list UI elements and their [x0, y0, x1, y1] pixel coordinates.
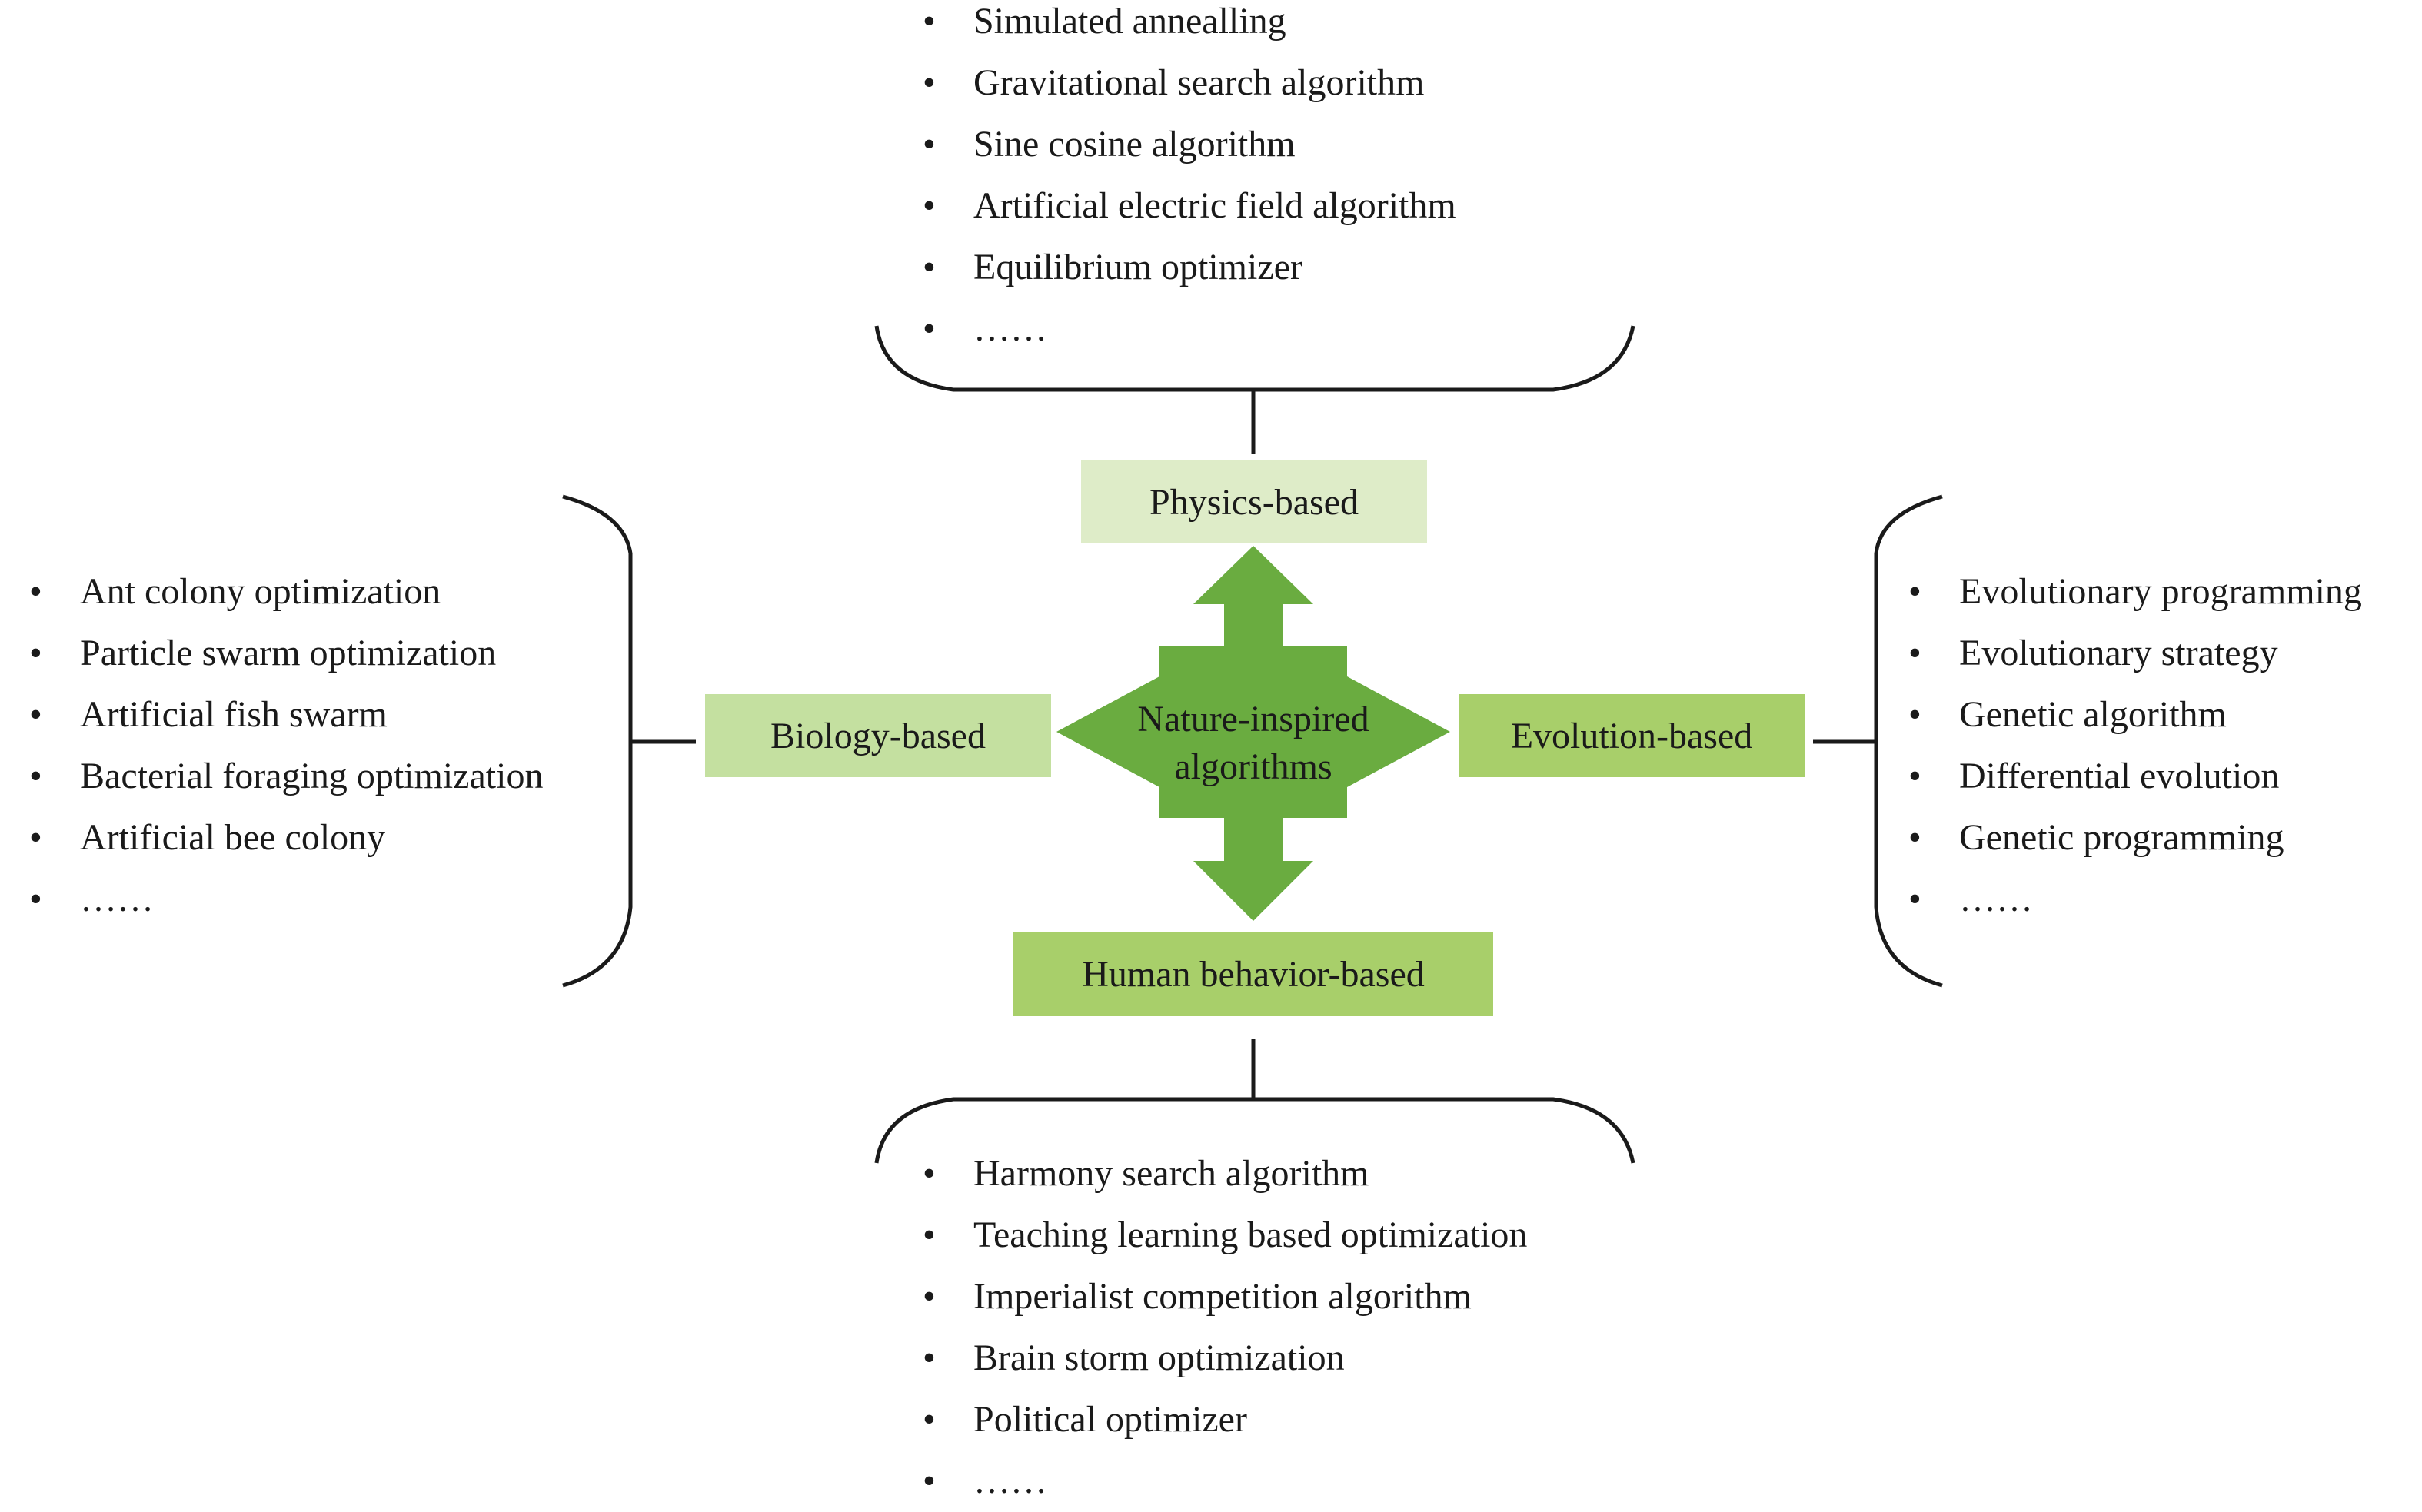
human-box: Human behavior-based [1013, 932, 1493, 1016]
list-item: Sine cosine algorithm [923, 114, 1456, 175]
list-item: Harmony search algorithm [923, 1143, 1527, 1205]
biology-bracket [562, 494, 696, 988]
list-item: Teaching learning based optimization [923, 1205, 1527, 1266]
biology-label: Biology-based [770, 715, 986, 756]
list-item: Brain storm optimization [923, 1328, 1527, 1389]
biology-box: Biology-based [705, 694, 1051, 777]
list-item: Particle swarm optimization [29, 623, 543, 684]
list-item: …… [29, 869, 543, 930]
biology-list: Ant colony optimization Particle swarm o… [29, 561, 543, 930]
list-item: Bacterial foraging optimization [29, 746, 543, 807]
list-item: Artificial bee colony [29, 807, 543, 869]
list-item: …… [923, 298, 1456, 360]
list-item: Genetic programming [1908, 807, 2362, 869]
physics-bracket [874, 325, 1635, 454]
list-item: Equilibrium optimizer [923, 237, 1456, 298]
list-item: Imperialist competition algorithm [923, 1266, 1527, 1328]
evolution-bracket [1813, 494, 1943, 988]
list-item: Differential evolution [1908, 746, 2362, 807]
list-item: Evolutionary strategy [1908, 623, 2362, 684]
list-item: …… [923, 1451, 1527, 1512]
list-item: Evolutionary programming [1908, 561, 2362, 623]
four-way-arrow-icon [1056, 546, 1450, 921]
list-item: Simulated annealling [923, 0, 1456, 52]
list-item: Artificial fish swarm [29, 684, 543, 746]
physics-list: Simulated annealling Gravitational searc… [923, 0, 1456, 360]
human-bracket [874, 1039, 1635, 1164]
list-item: Genetic algorithm [1908, 684, 2362, 746]
physics-label: Physics-based [1149, 481, 1359, 523]
evolution-label: Evolution-based [1510, 715, 1753, 756]
physics-box: Physics-based [1081, 460, 1427, 543]
list-item: Artificial electric field algorithm [923, 175, 1456, 237]
list-item: Ant colony optimization [29, 561, 543, 623]
center-label-line2: algorithms [1174, 746, 1332, 787]
list-item: …… [1908, 869, 2362, 930]
human-list: Harmony search algorithm Teaching learni… [923, 1143, 1527, 1512]
list-item: Gravitational search algorithm [923, 52, 1456, 114]
evolution-list: Evolutionary programming Evolutionary st… [1908, 561, 2362, 930]
center-label: Nature-inspired algorithms [1092, 696, 1415, 791]
evolution-box: Evolution-based [1459, 694, 1805, 777]
list-item: Political optimizer [923, 1389, 1527, 1451]
center-label-line1: Nature-inspired [1137, 699, 1369, 739]
human-label: Human behavior-based [1082, 953, 1425, 995]
